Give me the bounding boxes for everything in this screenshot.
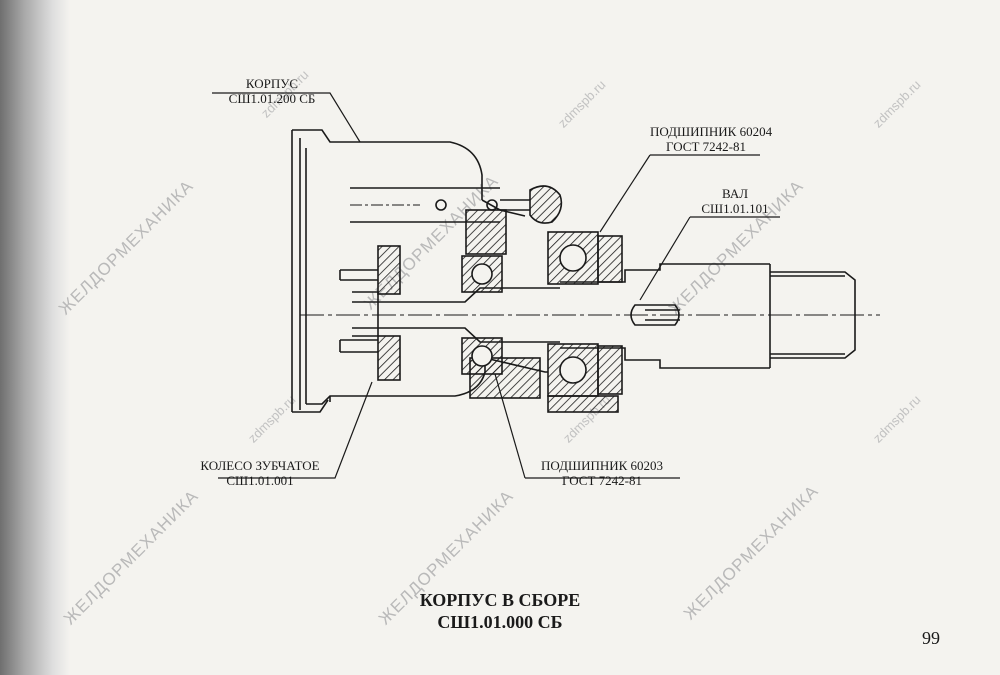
gear-wheel (339, 245, 401, 381)
label-shaft-code: СШ1.01.101 (701, 201, 769, 216)
drawing-title: КОРПУС В СБОРЕ (419, 590, 581, 610)
label-shaft-name: ВАЛ (721, 186, 749, 201)
bearing-60203 (461, 255, 503, 375)
label-bearing-top: ПОДШИПНИК 60204 ГОСТ 7242-81 (650, 124, 773, 154)
label-bearing-bottom: ПОДШИПНИК 60203 ГОСТ 7242-81 (524, 458, 680, 488)
label-shaft: ВАЛ СШ1.01.101 (690, 186, 780, 216)
label-housing-code: СШ1.01.200 СБ (228, 91, 316, 106)
label-bearing-top-code: ГОСТ 7242-81 (666, 139, 746, 154)
drawing-code: СШ1.01.000 СБ (437, 612, 563, 632)
label-housing: КОРПУС СШ1.01.200 СБ (214, 76, 330, 106)
label-gear-code: СШ1.01.001 (226, 473, 294, 488)
housing-body (291, 129, 548, 413)
bearing-60204 (547, 231, 623, 413)
label-bearing-bottom-code: ГОСТ 7242-81 (562, 473, 642, 488)
label-bearing-top-name: ПОДШИПНИК 60204 (650, 124, 773, 139)
label-bearing-bottom-name: ПОДШИПНИК 60203 (540, 458, 664, 473)
label-housing-name: КОРПУС (245, 76, 299, 91)
label-gear-name: КОЛЕСО ЗУБЧАТОЕ (200, 458, 320, 473)
locking-pin (350, 185, 563, 224)
leader-lines (212, 92, 780, 479)
page-binding-shadow (0, 0, 70, 675)
page-number: 99 (922, 628, 940, 648)
label-gear: КОЛЕСО ЗУБЧАТОЕ СШ1.01.001 (182, 458, 338, 488)
